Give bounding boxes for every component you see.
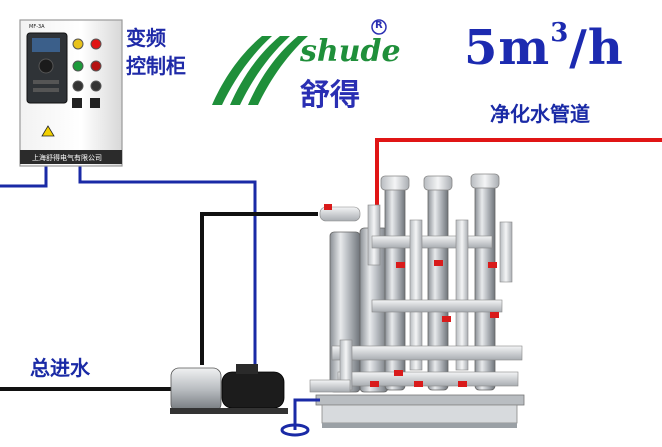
brand-logo-text: shude [300, 34, 401, 69]
main-inlet-label: 总进水 [30, 356, 90, 380]
registered-mark: R [375, 20, 383, 31]
outlet-pipe [375, 138, 662, 205]
inlet-pipe [0, 212, 318, 391]
filtration-skid [309, 173, 525, 428]
capacity-number: 5m [464, 20, 551, 76]
capacity-exponent: 3 [550, 18, 570, 48]
control-cabinet [19, 19, 123, 167]
cabinet-label-line1: 变频 [126, 26, 166, 50]
cabinet-panel-tag: MF-3A [29, 24, 45, 30]
clean-water-pipe-label: 净化水管道 [490, 102, 590, 126]
signal-wire [0, 166, 257, 368]
drain-symbol [280, 398, 320, 437]
cabinet-nameplate: 上海舒得电气有限公司 [32, 154, 102, 162]
cabinet-label-line2: 控制柜 [126, 54, 186, 78]
brand-name: 舒得 [300, 78, 360, 113]
capacity-unit: /h [569, 20, 624, 76]
booster-pump [170, 364, 288, 414]
capacity-value: 5m3/h [464, 18, 624, 76]
brand-logo-mark [212, 19, 387, 105]
